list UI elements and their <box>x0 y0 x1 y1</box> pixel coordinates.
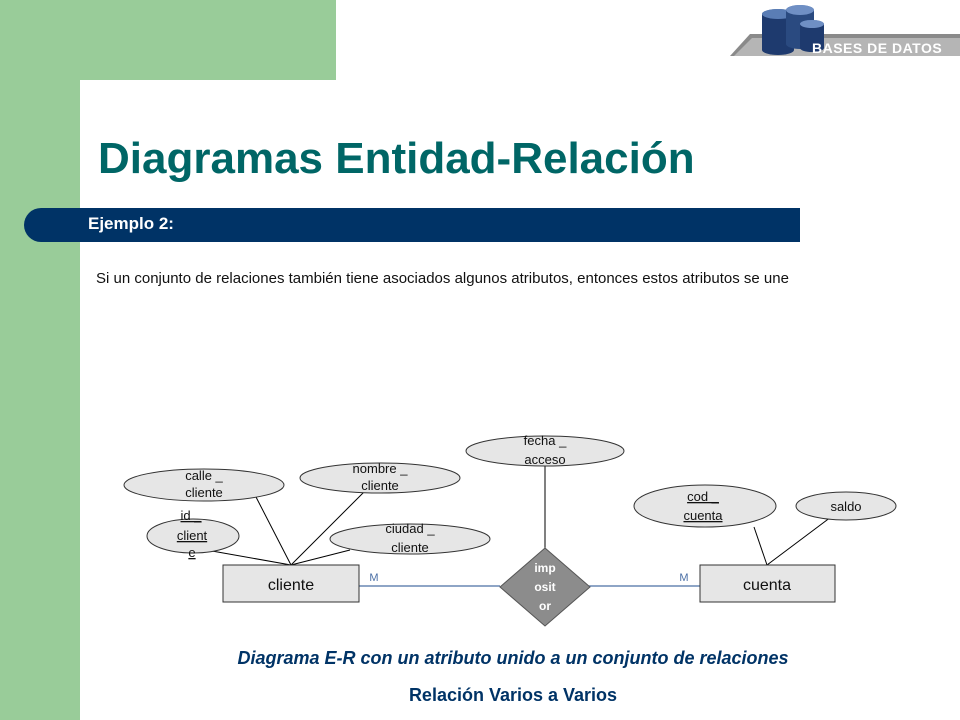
diagram-caption: Diagrama E-R con un atributo unido a un … <box>237 648 789 668</box>
attr-calle-line1: calle _ <box>185 468 223 483</box>
attr-ciudad-line2: cliente <box>391 540 429 555</box>
database-logo <box>730 5 960 56</box>
attribute-connectors <box>211 466 832 566</box>
relationship-line2: osit <box>534 580 555 594</box>
cardinality-right: M <box>679 572 688 584</box>
entity-cuenta-label: cuenta <box>743 577 791 594</box>
attribute-nombre-cliente: nombre _ cliente <box>299 461 461 494</box>
entity-cuenta: cuenta <box>699 564 836 603</box>
attr-nombre-line1: nombre _ <box>353 461 409 476</box>
side-green-strip <box>0 0 80 720</box>
section-label: Ejemplo 2: <box>88 214 174 233</box>
entity-cliente-label: cliente <box>268 577 314 594</box>
content-panel <box>80 80 960 720</box>
intro-text: Si un conjunto de relaciones también tie… <box>96 270 789 287</box>
attribute-cod-cuenta-key: cod _ cuenta <box>633 484 777 528</box>
diagram-subcaption: Relación Varios a Varios <box>408 685 618 705</box>
attr-ciudad-line1: ciudad _ <box>385 521 435 536</box>
attr-calle-line2: cliente <box>185 485 223 500</box>
attr-fecha-line2: acceso <box>524 452 565 467</box>
attr-nombre-line2: cliente <box>361 478 399 493</box>
attr-fecha-line1: fecha _ <box>524 433 567 448</box>
relationship-line3: or <box>539 599 551 613</box>
cardinality-left: M <box>369 572 378 584</box>
attr-cod-line1: cod _ <box>687 489 720 504</box>
slide-title: Diagramas Entidad-Relación <box>98 134 695 183</box>
top-green-block <box>0 0 336 80</box>
entity-cliente: cliente <box>222 564 360 603</box>
attr-id-line1: id _ <box>181 508 203 523</box>
attr-cod-line2: cuenta <box>683 508 723 523</box>
attribute-saldo: saldo <box>795 491 897 521</box>
attr-id-line3: e <box>188 545 195 560</box>
attribute-fecha-acceso: fecha _ acceso <box>465 433 625 467</box>
attribute-id-cliente-key: id _ client e <box>146 508 240 560</box>
logo-label: BASES DE DATOS <box>812 40 943 56</box>
attr-saldo: saldo <box>830 499 861 514</box>
relationship-line1: imp <box>534 561 555 575</box>
relationship-impositor: imp osit or <box>499 547 591 627</box>
section-band <box>24 208 800 242</box>
attribute-ciudad-cliente: ciudad _ cliente <box>329 521 491 555</box>
attr-id-line2: client <box>177 528 208 543</box>
attribute-calle-cliente: calle _ cliente <box>123 468 285 502</box>
